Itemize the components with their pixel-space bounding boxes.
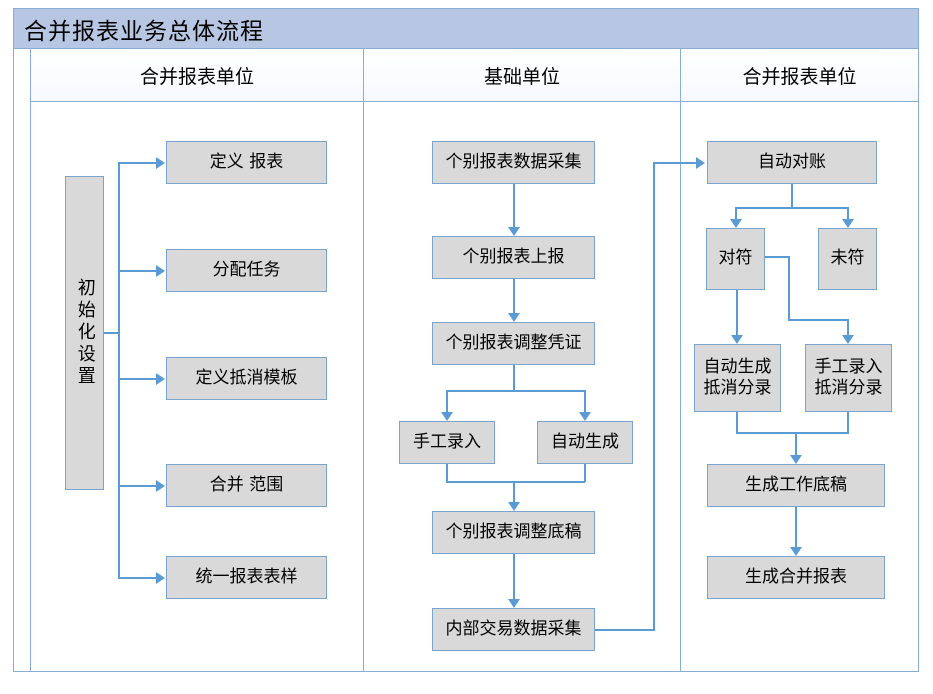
edge-auto-offset-down — [736, 412, 738, 433]
edge-submit-to-voucher — [513, 279, 515, 313]
node-auto-offset-entry[interactable]: 自动生成 抵消分录 — [694, 344, 781, 412]
edge-manual-down — [446, 464, 448, 482]
edge-internal-to-reconcile-up — [653, 162, 655, 631]
node-generate-merged-report[interactable]: 生成合并报表 — [707, 556, 885, 599]
arrowhead-assign-task — [156, 265, 165, 277]
node-generate-worksheet[interactable]: 生成工作底稿 — [707, 464, 885, 507]
lane-header-row: 合并报表单位 基础单位 合并报表单位 — [31, 49, 918, 102]
page-title: 合并报表业务总体流程 — [24, 18, 264, 45]
edge-matched-right-across — [788, 319, 849, 321]
edge-init-to-assign-task — [118, 270, 156, 272]
node-submit-individual-report[interactable]: 个别报表上报 — [432, 236, 595, 279]
edge-init-to-unify-format — [118, 577, 156, 579]
edge-matched-to-auto-offset — [736, 290, 738, 335]
edge-init-to-define-report — [118, 162, 156, 164]
node-internal-trade-collect[interactable]: 内部交易数据采集 — [432, 608, 595, 651]
edge-merge-to-draft — [446, 481, 585, 483]
arrowhead-adjust-draft — [508, 502, 520, 511]
edge-internal-to-reconcile-in — [653, 162, 696, 164]
edge-matched-right-down — [788, 256, 790, 321]
arrowhead-merge-scope — [156, 480, 165, 492]
node-auto-generate[interactable]: 自动生成 — [537, 421, 633, 464]
node-individual-adjust-voucher[interactable]: 个别报表调整凭证 — [432, 322, 595, 365]
edge-voucher-down — [513, 365, 515, 391]
node-collect-individual-data[interactable]: 个别报表数据采集 — [432, 141, 595, 184]
node-unmatched[interactable]: 未符 — [818, 228, 877, 290]
edge-auto-down — [584, 464, 586, 482]
edge-matched-to-manual-offset — [847, 319, 849, 335]
node-manual-entry[interactable]: 手工录入 — [399, 421, 495, 464]
edge-manual-offset-down — [847, 412, 849, 433]
edge-matched-right — [765, 256, 790, 258]
lane-divider-2 — [680, 102, 681, 671]
arrowhead-offset-template — [156, 373, 165, 385]
lane-header-right: 合并报表单位 — [680, 49, 918, 102]
lane-header-middle: 基础单位 — [363, 49, 680, 102]
node-auto-reconcile[interactable]: 自动对账 — [707, 141, 877, 184]
arrowhead-generate-merged-report — [790, 547, 802, 556]
lane-header-left: 合并报表单位 — [139, 66, 254, 88]
edge-reconcile-split — [735, 207, 848, 209]
edge-init-trunk — [104, 332, 120, 334]
node-manual-offset-entry[interactable]: 手工录入 抵消分录 — [805, 344, 892, 412]
arrowhead-internal-trade — [508, 599, 520, 608]
arrowhead-adjust-voucher — [508, 313, 520, 322]
node-unify-report-format[interactable]: 统一报表表样 — [166, 556, 327, 599]
edge-reconcile-down — [791, 184, 793, 208]
arrowhead-auto-generate — [579, 412, 591, 421]
left-gutter-column — [14, 49, 31, 671]
arrowhead-unify-format — [156, 572, 165, 584]
edge-collect-to-submit — [513, 184, 515, 227]
node-init-setup[interactable]: 初始化设置 — [65, 176, 104, 490]
arrowhead-manual-offset-entry — [842, 335, 854, 344]
edge-offsets-merge — [736, 432, 849, 434]
arrowhead-unmatched — [842, 219, 854, 228]
node-assign-task[interactable]: 分配任务 — [166, 249, 327, 292]
edge-init-to-merge-scope — [118, 485, 156, 487]
arrowhead-manual-entry — [441, 412, 453, 421]
arrowhead-auto-offset-entry — [731, 335, 743, 344]
arrowhead-submit-report — [508, 227, 520, 236]
node-merge-scope[interactable]: 合并 范围 — [166, 464, 327, 507]
arrowhead-matched — [730, 219, 742, 228]
edge-worksheet-stem — [795, 432, 797, 455]
edge-worksheet-to-merged — [795, 507, 797, 547]
node-matched[interactable]: 对符 — [706, 228, 765, 290]
edge-init-to-offset-template — [118, 378, 156, 380]
edge-voucher-to-auto — [584, 390, 586, 412]
edge-reconcile-to-matched — [735, 207, 737, 219]
edge-draft-to-internal — [513, 554, 515, 599]
node-define-report[interactable]: 定义 报表 — [166, 141, 327, 184]
edge-reconcile-to-unmatched — [847, 207, 849, 219]
diagram-title-bar: 合并报表业务总体流程 — [14, 9, 918, 49]
edge-init-spine — [118, 162, 120, 578]
edge-internal-to-reconcile-out — [595, 629, 653, 631]
arrowhead-define-report — [156, 157, 165, 169]
edge-draft-stem — [513, 481, 515, 502]
node-define-offset-template[interactable]: 定义抵消模板 — [166, 357, 327, 400]
arrowhead-auto-reconcile — [696, 157, 705, 169]
edge-voucher-split — [446, 390, 585, 392]
edge-voucher-to-manual — [446, 390, 448, 412]
arrowhead-generate-worksheet — [790, 455, 802, 464]
lane-divider-1 — [363, 102, 364, 671]
node-individual-adjust-draft[interactable]: 个别报表调整底稿 — [432, 511, 595, 554]
